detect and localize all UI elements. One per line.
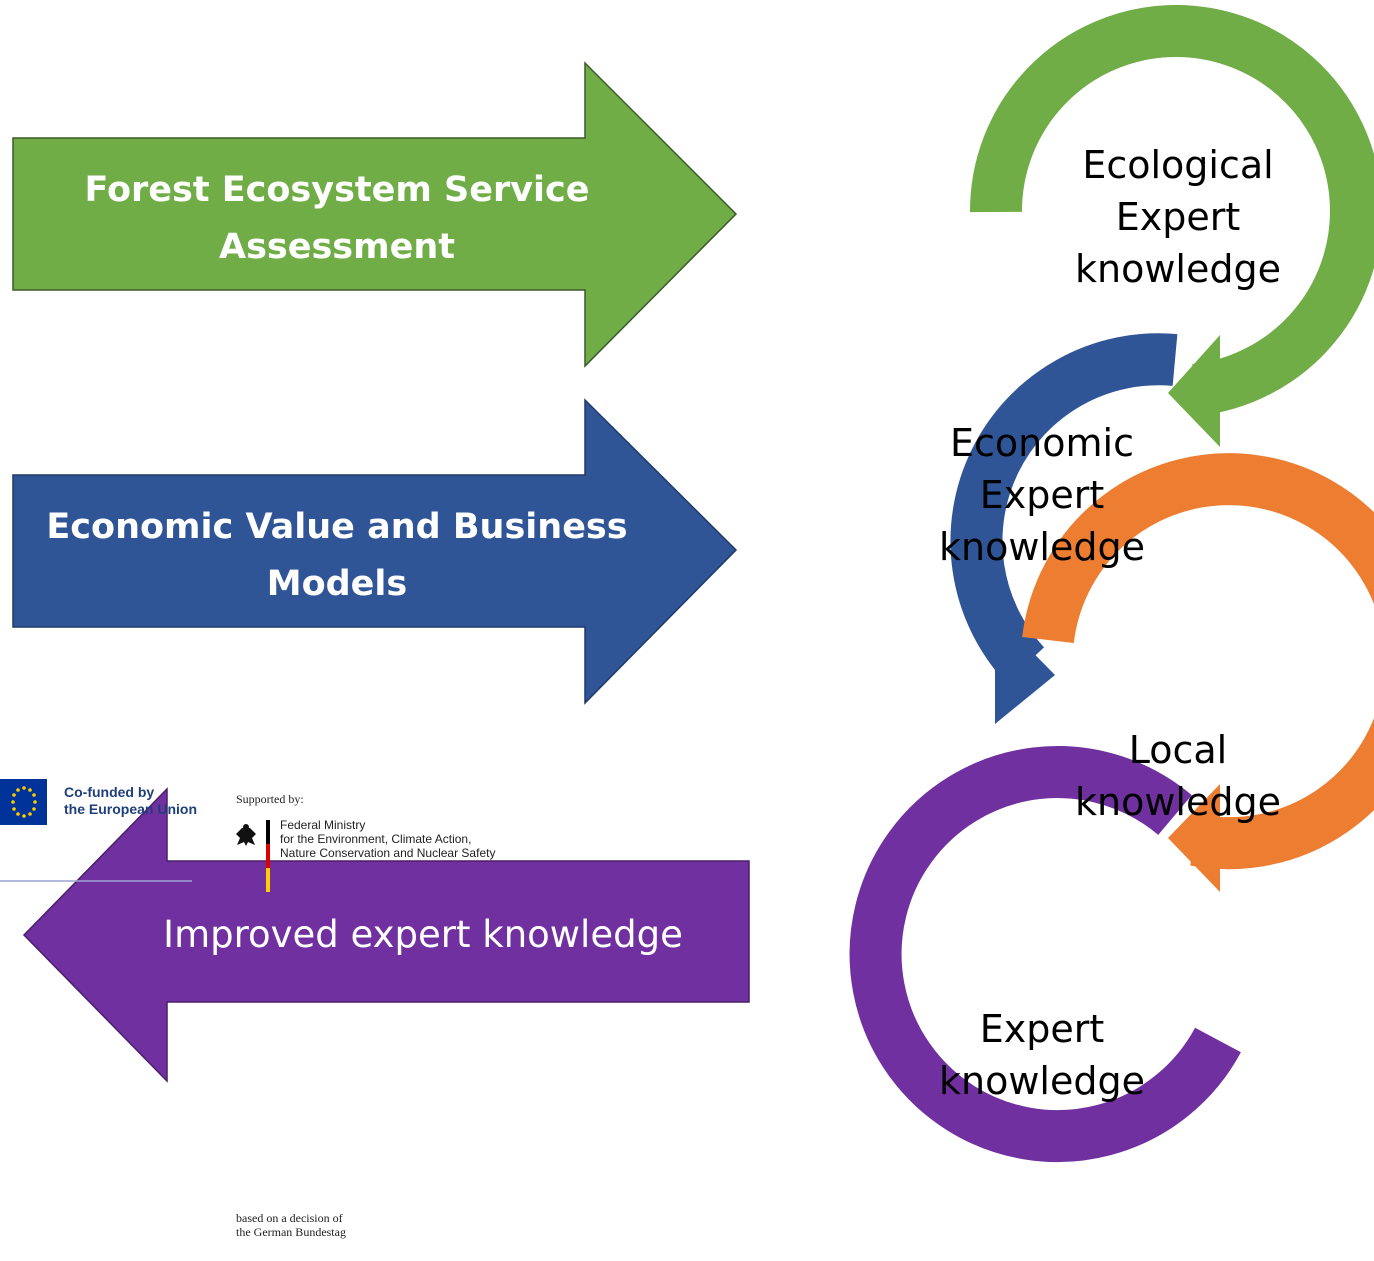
- eu-stars: [11, 786, 37, 818]
- knowledge-cycle: Ecological Expert knowledge Economic Exp…: [849, 5, 1374, 1162]
- ecological-label-line3: knowledge: [1075, 247, 1281, 291]
- german-flag-bar-red: [266, 844, 270, 868]
- ecological-cycle-arrow: [969, 5, 1374, 447]
- ecological-ring: [969, 5, 1374, 416]
- ministry-line3: Nature Conservation and Nuclear Safety: [280, 846, 495, 860]
- decision-line2: the German Bundestag: [236, 1225, 346, 1239]
- local-label-line2: knowledge: [1075, 780, 1281, 824]
- ministry-logo: Supported by: Federal Ministry for the E…: [236, 792, 495, 1239]
- economic-label-line1: Economic: [950, 421, 1134, 465]
- eu-cofunded-logo: Co-funded by the European Union: [0, 779, 197, 882]
- improved-knowledge-arrow: Improved expert knowledge: [22, 787, 750, 1083]
- eu-flag-icon: [0, 779, 47, 825]
- forest-ecosystem-label-line1: Forest Ecosystem Service: [84, 170, 589, 210]
- ecological-ring-arrowhead: [1168, 335, 1220, 447]
- local-ring-arrowhead: [1168, 784, 1220, 892]
- supported-by-text: Supported by:: [236, 792, 304, 806]
- economic-label-line3: knowledge: [939, 525, 1145, 569]
- local-cycle-arrow: [1022, 453, 1374, 892]
- expert-label-line2: knowledge: [939, 1059, 1145, 1103]
- decision-line1: based on a decision of: [236, 1211, 343, 1225]
- german-flag-bar-gold: [266, 868, 270, 892]
- german-flag-bar-black: [266, 820, 270, 844]
- improved-knowledge-label: Improved expert knowledge: [163, 913, 683, 956]
- local-ring: [1022, 453, 1374, 870]
- ecological-label-line2: Expert: [1116, 195, 1241, 239]
- economic-value-arrow-shape: [12, 398, 738, 705]
- forest-ecosystem-arrow: Forest Ecosystem Service Assessment: [12, 61, 738, 368]
- economic-value-arrow: Economic Value and Business Models: [12, 398, 738, 705]
- economic-label-line2: Expert: [980, 473, 1105, 517]
- expert-cycle-arrow: [849, 746, 1241, 1162]
- economic-ring: [950, 333, 1178, 683]
- ministry-line2: for the Environment, Climate Action,: [280, 832, 471, 846]
- improved-knowledge-arrow-shape: [22, 787, 750, 1083]
- expert-ring: [849, 746, 1241, 1162]
- local-label-line1: Local: [1129, 728, 1228, 772]
- federal-eagle-icon: [236, 824, 256, 846]
- forest-ecosystem-label-line2: Assessment: [219, 227, 455, 267]
- economic-value-label-line2: Models: [267, 564, 408, 604]
- economic-ring-arrowhead: [995, 614, 1055, 724]
- forest-ecosystem-arrow-shape: [12, 61, 738, 368]
- ecological-label-line1: Ecological: [1082, 143, 1273, 187]
- eu-cofunded-line2: the European Union: [64, 801, 197, 817]
- economic-cycle-arrow: [950, 333, 1178, 724]
- expert-label-line1: Expert: [980, 1007, 1105, 1051]
- economic-value-label-line1: Economic Value and Business: [46, 507, 627, 547]
- ministry-line1: Federal Ministry: [280, 818, 365, 832]
- eu-cofunded-line1: Co-funded by: [64, 784, 154, 800]
